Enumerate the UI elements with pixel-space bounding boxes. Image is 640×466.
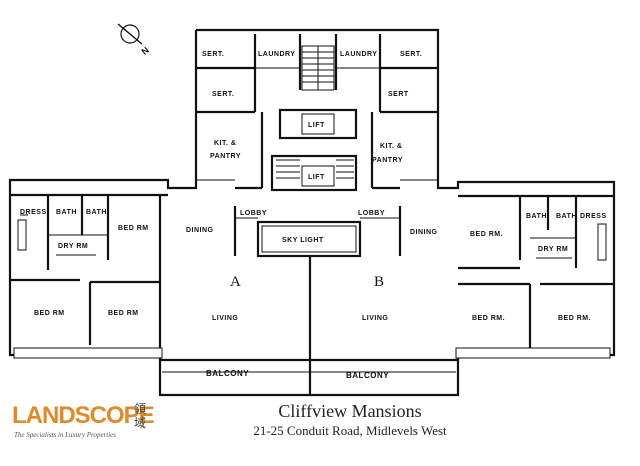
room-label: LIVING (212, 315, 238, 322)
room-label: LAUNDRY (340, 51, 377, 58)
room-label: KIT. & (214, 140, 236, 147)
room-label: LIFT (308, 174, 325, 181)
room-label: DRY RM (58, 243, 88, 250)
exterior-walls (8, 28, 616, 397)
room-label: BED RM (108, 310, 139, 317)
room-label: DRESS (20, 209, 47, 216)
room-label: LOBBY (240, 210, 267, 217)
room-label: DRESS (580, 213, 607, 220)
room-label: LIFT (308, 122, 325, 129)
room-label: BATH (86, 209, 107, 216)
room-label: SERT. (212, 91, 234, 98)
building-name: Cliffview Mansions (278, 401, 422, 421)
unit-b-label: B (374, 274, 384, 290)
room-label: BED RM (34, 310, 65, 317)
unit-labels: A B (230, 274, 384, 290)
room-label: BALCONY (206, 369, 249, 378)
room-label: SERT. (202, 51, 224, 58)
building-address: 21-25 Conduit Road, Midlevels West (253, 423, 447, 438)
room-label: KIT. & (380, 143, 402, 150)
title-block: Cliffview Mansions 21-25 Conduit Road, M… (200, 400, 500, 440)
room-label: LIVING (362, 315, 388, 322)
room-label: BED RM. (472, 315, 505, 322)
room-label: SERT. (400, 51, 422, 58)
room-label: BATH (556, 213, 577, 220)
room-label: BED RM (118, 225, 149, 232)
room-labels: SERT. LAUNDRY LAUNDRY SERT. SERT. SERT L… (20, 51, 607, 380)
room-label: BED RM. (558, 315, 591, 322)
room-label: BED RM. (470, 231, 503, 238)
logo-chinese-text: 領域 (134, 402, 147, 430)
room-label: BATH (56, 209, 77, 216)
balcony-rails (13, 347, 611, 373)
room-label: PANTRY (210, 153, 241, 160)
service-block (196, 34, 438, 192)
room-label: SERT (388, 91, 409, 98)
floor-plan: SERT. LAUNDRY LAUNDRY SERT. SERT. SERT L… (8, 28, 616, 397)
left-wing (10, 193, 168, 355)
room-label: DRY RM (538, 246, 568, 253)
north-arrow-icon: N (117, 23, 151, 57)
room-label: BATH (526, 213, 547, 220)
room-label: LAUNDRY (258, 51, 295, 58)
room-label: DINING (186, 227, 214, 234)
room-label: DINING (410, 229, 438, 236)
room-label: PANTRY (372, 157, 403, 164)
unit-a-label: A (230, 274, 241, 290)
room-label: SKY LIGHT (282, 237, 324, 244)
north-label: N (139, 45, 150, 57)
room-label: LOBBY (358, 210, 385, 217)
logo-wordmark: LANDSCOPE (12, 402, 155, 429)
room-label: BALCONY (346, 371, 389, 380)
right-wing (458, 194, 614, 350)
logo-tagline: The Specialists in Luxury Properties (14, 431, 117, 439)
lobby-area (233, 206, 402, 395)
landscope-logo: LANDSCOPE 領域 The Specialists in Luxury P… (12, 402, 162, 444)
